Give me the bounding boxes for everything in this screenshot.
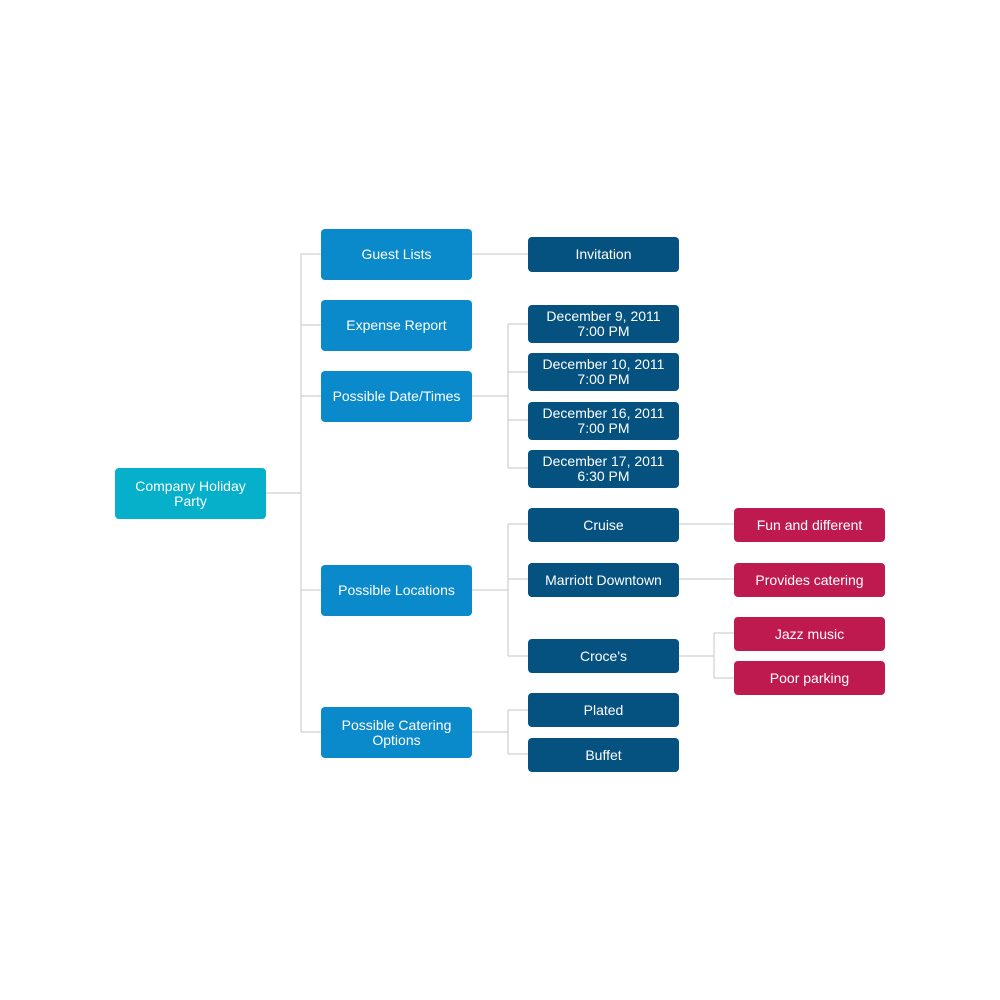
node-catering-buffet[interactable]: Buffet [528, 738, 679, 772]
node-expense-report[interactable]: Expense Report [321, 300, 472, 351]
root-node-company-holiday-party[interactable]: Company Holiday Party [115, 468, 266, 519]
note-poor-parking[interactable]: Poor parking [734, 661, 885, 695]
node-location-croces[interactable]: Croce's [528, 639, 679, 673]
node-invitation[interactable]: Invitation [528, 237, 679, 272]
note-jazz-music[interactable]: Jazz music [734, 617, 885, 651]
node-catering-plated[interactable]: Plated [528, 693, 679, 727]
node-date-dec-10[interactable]: December 10, 2011 7:00 PM [528, 353, 679, 391]
node-location-marriott-downtown[interactable]: Marriott Downtown [528, 563, 679, 597]
node-possible-locations[interactable]: Possible Locations [321, 565, 472, 616]
node-date-dec-9[interactable]: December 9, 2011 7:00 PM [528, 305, 679, 343]
node-date-dec-17[interactable]: December 17, 2011 6:30 PM [528, 450, 679, 488]
node-possible-date-times[interactable]: Possible Date/Times [321, 371, 472, 422]
node-location-cruise[interactable]: Cruise [528, 508, 679, 542]
node-date-dec-16[interactable]: December 16, 2011 7:00 PM [528, 402, 679, 440]
node-guest-lists[interactable]: Guest Lists [321, 229, 472, 280]
note-provides-catering[interactable]: Provides catering [734, 563, 885, 597]
node-possible-catering-options[interactable]: Possible Catering Options [321, 707, 472, 758]
note-fun-and-different[interactable]: Fun and different [734, 508, 885, 542]
